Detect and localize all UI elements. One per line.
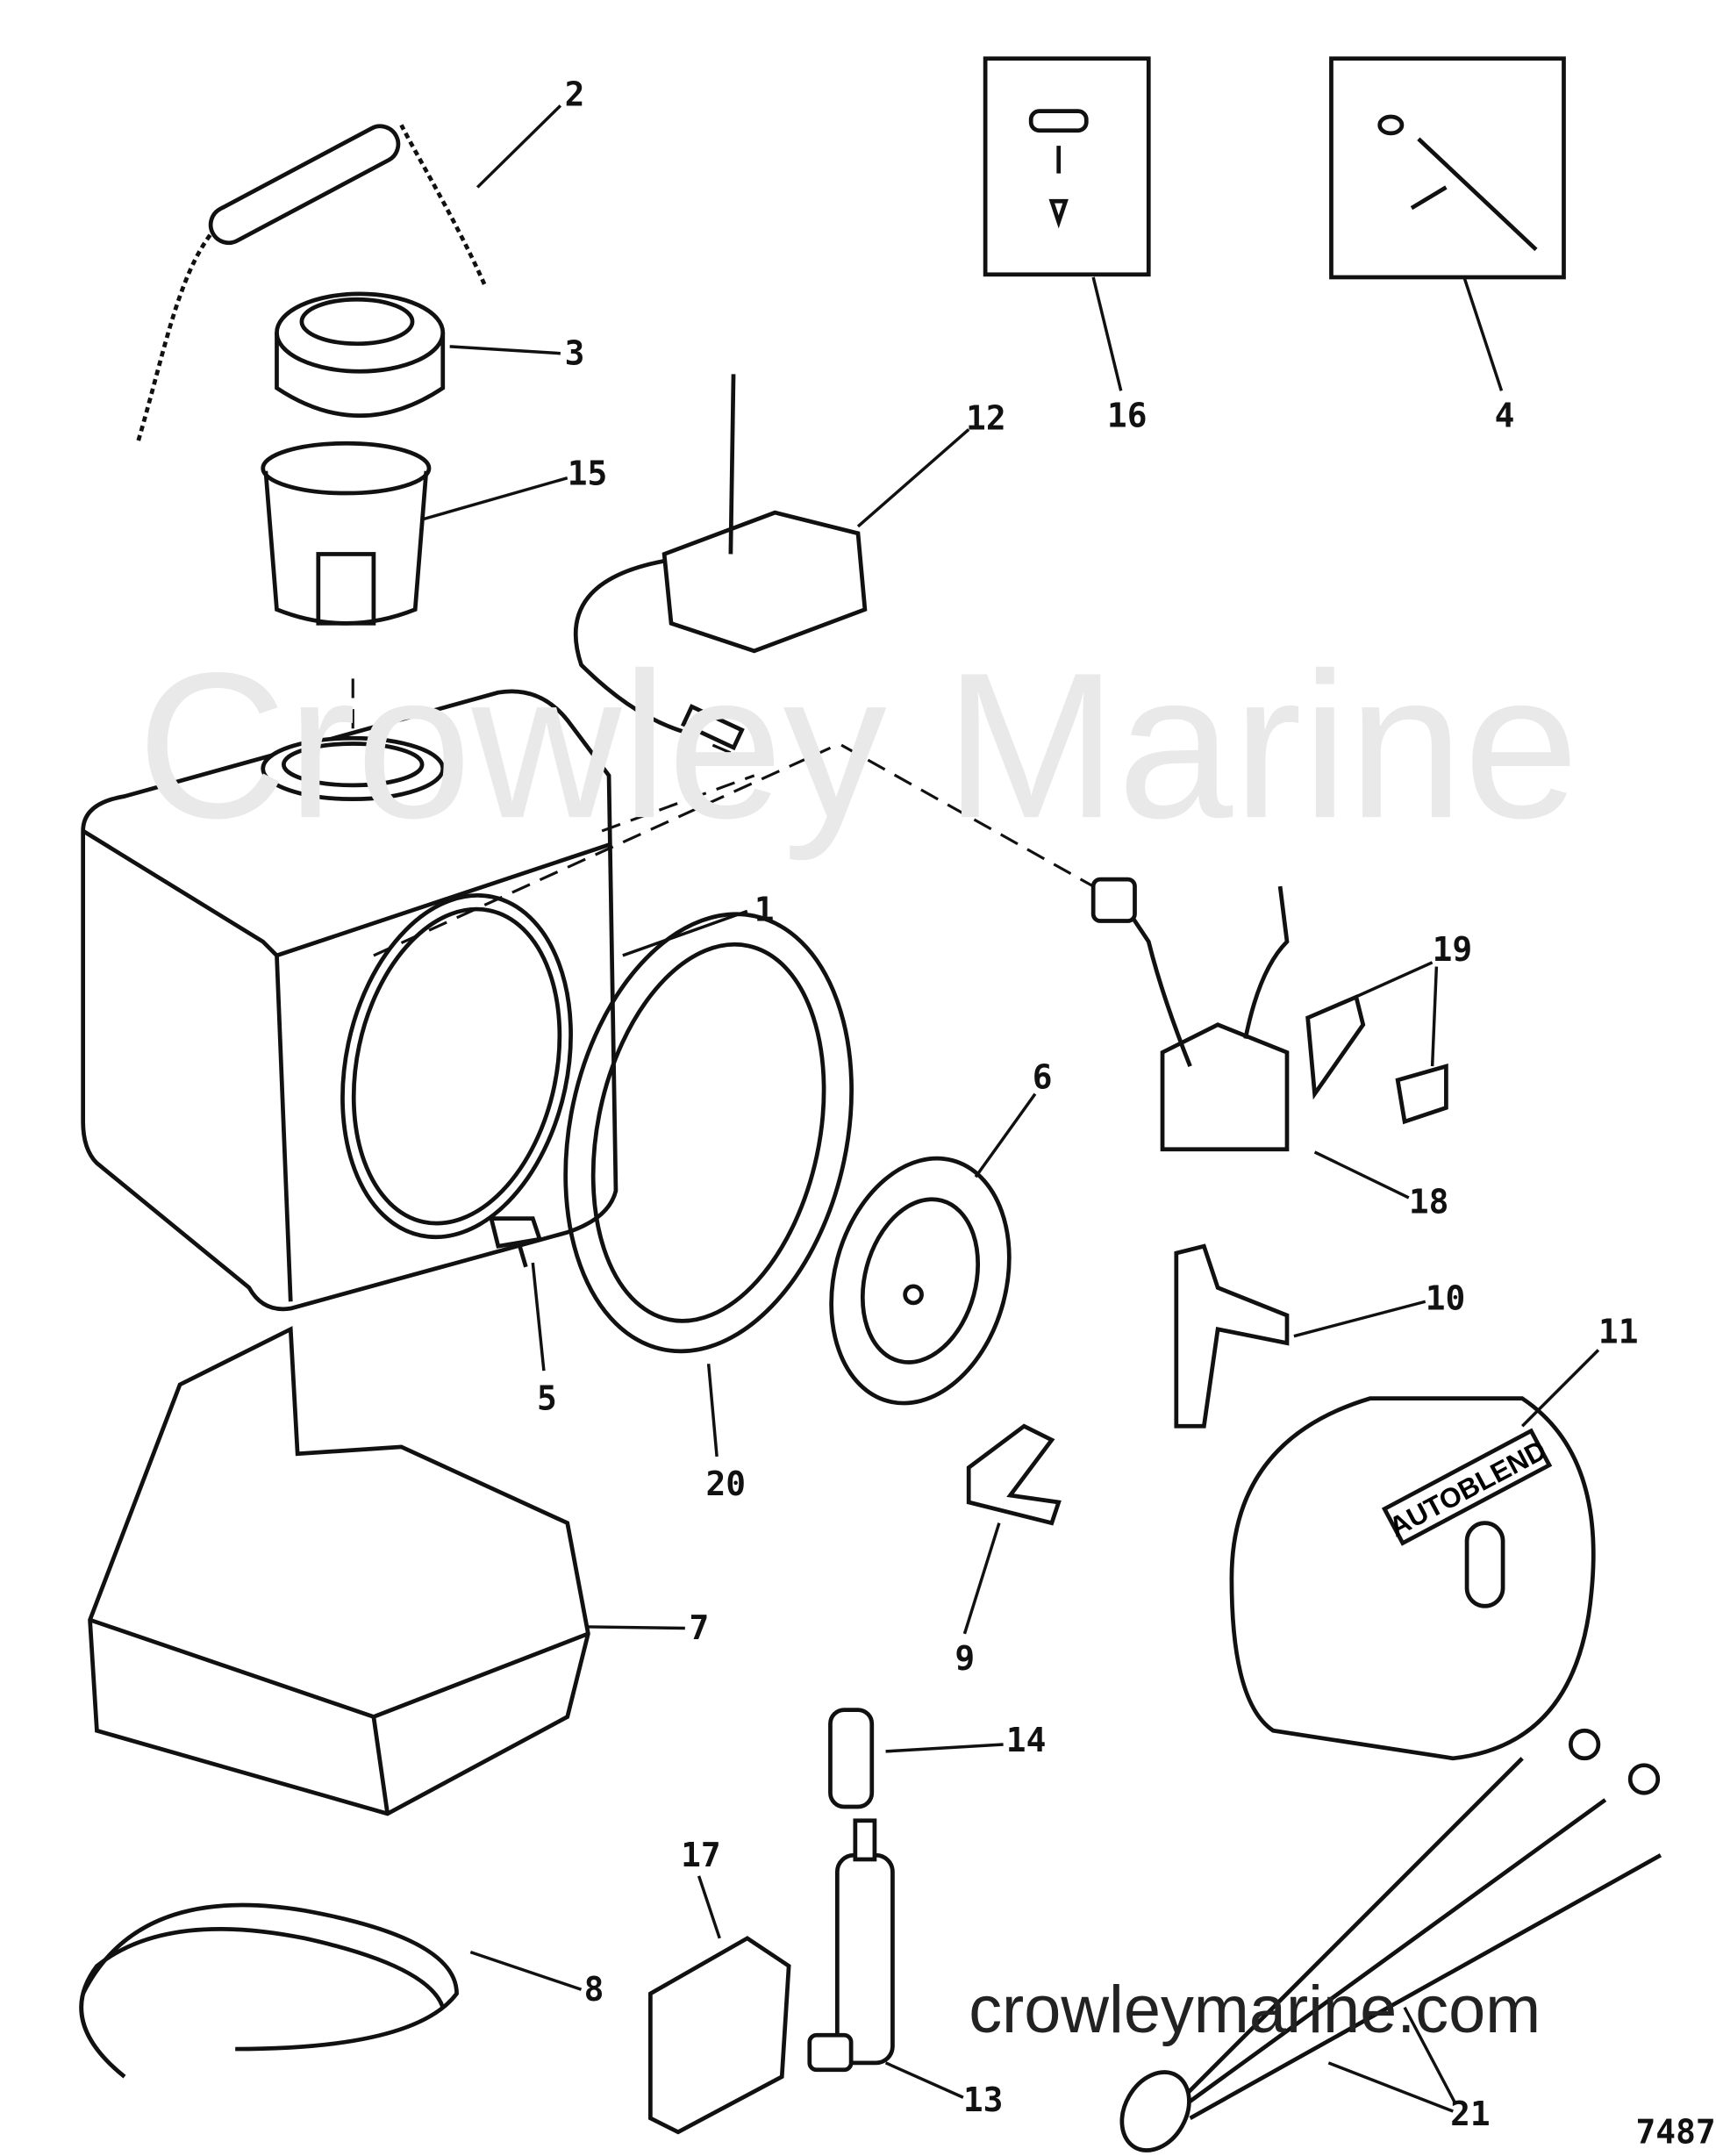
callout-1: 1 [754,890,775,928]
figure-number: 7487 [1636,2112,1716,2151]
part-3-filler-cap [275,291,446,418]
callout-12: 12 [966,398,1006,437]
callout-15: 15 [568,455,608,493]
part-2-cord [136,124,487,441]
callout-21: 21 [1450,2095,1491,2133]
callout-8: 8 [584,1970,604,2009]
callout-2: 2 [565,75,585,113]
callout-5: 5 [537,1379,557,1417]
leader-lines [421,104,1600,2113]
part-11-cover: AUTOBLEND [1229,1396,1596,1761]
part-5-screw [488,1216,543,1268]
callout-14: 14 [1006,1721,1047,1759]
callout-6: 6 [1033,1057,1053,1096]
callout-16: 16 [1107,396,1148,434]
callout-18: 18 [1409,1182,1449,1221]
part-16-kit-box [983,56,1151,277]
callout-20: 20 [705,1465,746,1503]
part-1-oil-tank [81,689,618,1312]
callout-4: 4 [1495,396,1515,434]
part-14-sleeve [828,1708,875,1809]
part-9-clip [966,1423,1062,1526]
callout-10: 10 [1426,1279,1466,1318]
part-7-tray [88,1326,590,1816]
part-8-strap [79,1902,459,2079]
part-19-brackets [1305,993,1448,1125]
callout-13: 13 [963,2081,1004,2119]
part-13-fitting [807,1818,895,2073]
watermark: Crowley Marine [137,630,1579,862]
part-17-plate [648,1936,791,2135]
callout-7: 7 [690,1608,710,1647]
part-12-level-sensor [573,374,868,751]
part-15-strainer [261,441,432,626]
part-6-diaphragm [829,1156,1012,1406]
callout-3: 3 [565,333,585,372]
part-21-harness [1119,1728,1662,2152]
site-watermark: crowleymarine.com [969,1973,1541,2047]
part-4-kit-box [1329,56,1566,280]
callout-19: 19 [1433,930,1473,969]
callout-11: 11 [1598,1313,1639,1351]
part-18-control-module [1090,877,1290,1152]
part-20-gasket [563,912,854,1354]
part-10-bracket [1174,1243,1290,1429]
callouts: 1 2 3 4 5 6 7 8 9 10 11 12 13 14 15 16 1… [537,75,1638,2132]
callout-9: 9 [955,1639,975,1678]
callout-17: 17 [681,1836,721,1874]
